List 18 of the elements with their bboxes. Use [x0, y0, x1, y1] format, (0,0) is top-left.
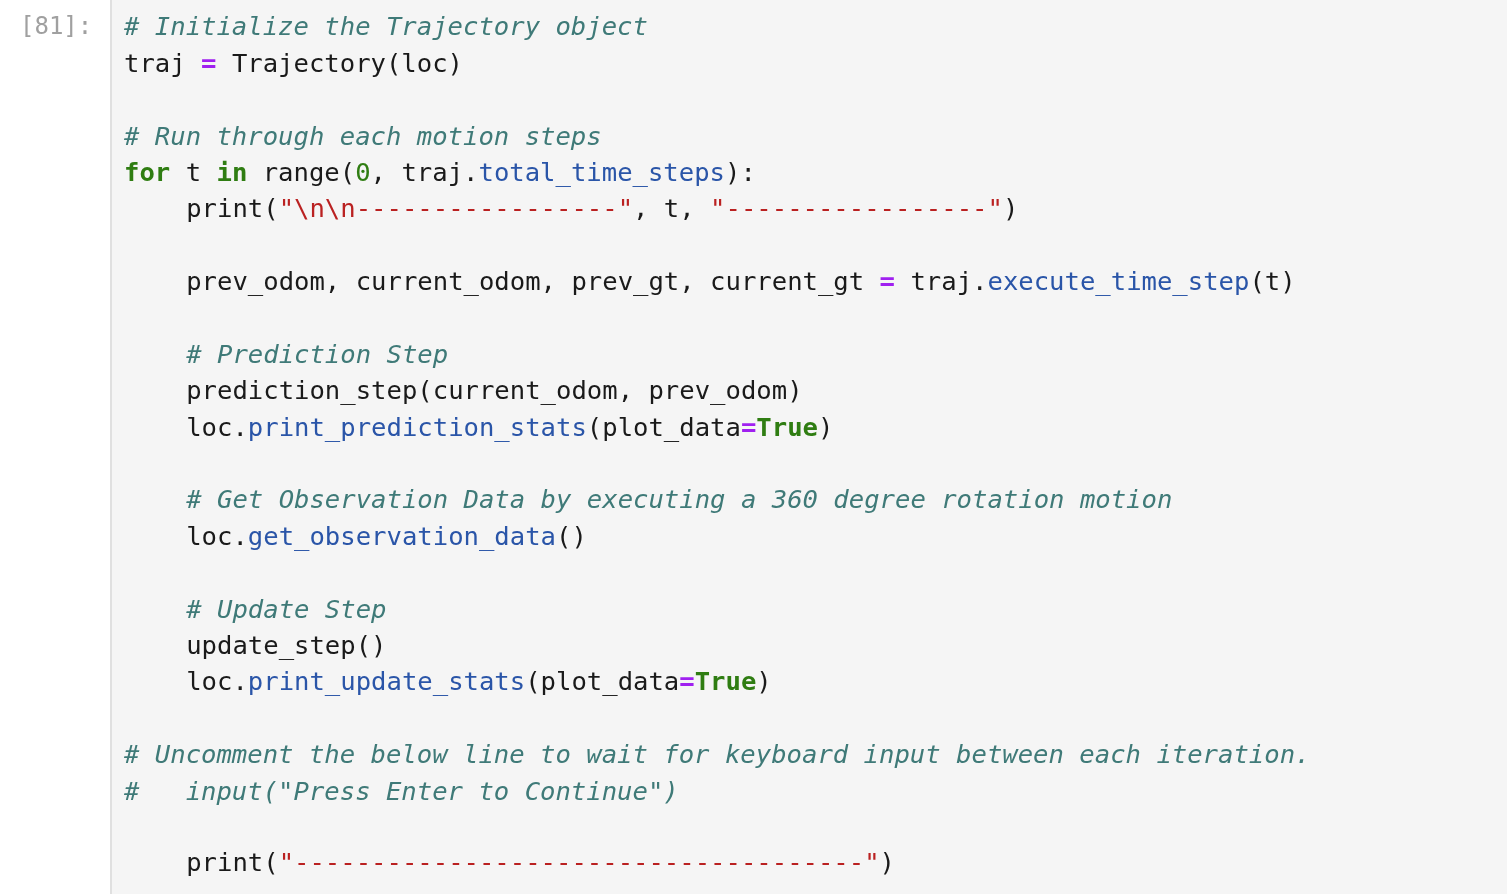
code-line: update_step() — [186, 629, 387, 661]
code-comment: # Get Observation Data by executing a 360 degree rotation motion — [186, 483, 1173, 515]
cell-prompt: [81]: — [20, 11, 93, 42]
code-line: for t in range(0, traj.total_time_steps): — [124, 156, 756, 188]
code-comment: # input("Press Enter to Continue") — [124, 775, 679, 807]
code-comment: # Prediction Step — [186, 338, 449, 370]
code-line: traj = Trajectory(loc) — [124, 47, 463, 79]
code-comment: # Update Step — [186, 593, 387, 625]
code-comment: # Initialize the Trajectory object — [124, 10, 648, 42]
code-line: loc.print_prediction_stats(plot_data=True) — [186, 411, 834, 443]
code-line: loc.print_update_stats(plot_data=True) — [186, 665, 772, 697]
code-line: prediction_step(current_odom, prev_odom) — [186, 374, 803, 406]
code-line: loc.get_observation_data() — [186, 520, 587, 552]
code-comment: # Run through each motion steps — [124, 120, 602, 152]
code-comment: # Uncomment the below line to wait for keyboard input between each iteration. — [124, 738, 1311, 770]
code-line: prev_odom, current_odom, prev_gt, current_gt = traj.execute_time_step(t) — [186, 265, 1296, 297]
code-line: print("\n\n-----------------", t, "-----------------") — [186, 192, 1019, 224]
code-line: print("-------------------------------------") — [186, 846, 895, 878]
